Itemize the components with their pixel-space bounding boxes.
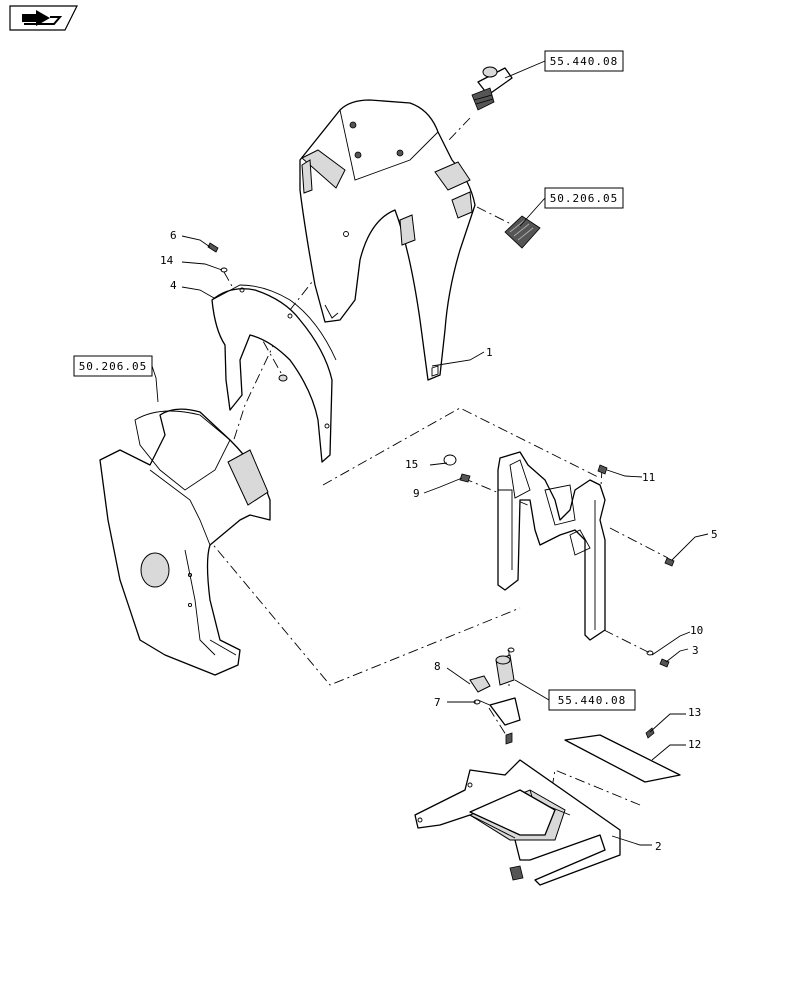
bracket-part-4	[211, 284, 337, 463]
callout-2: 2	[655, 840, 662, 853]
reference-box-left[interactable]: 50.206.05	[73, 355, 153, 377]
fastener-part-11	[597, 464, 608, 475]
screw-part-6	[207, 242, 219, 253]
leader-lines	[151, 60, 709, 846]
reference-label-left: 50.206.05	[79, 360, 148, 373]
reference-box-top[interactable]: 55.440.08	[544, 50, 624, 72]
reference-label-top: 55.440.08	[550, 55, 619, 68]
switch-bracket	[489, 647, 521, 745]
callouts: 1 2 3 4 5 6 7 8 9 10 11 12 13 14 15	[160, 229, 718, 853]
callout-13: 13	[688, 706, 701, 719]
floor-plate-part-2	[414, 759, 621, 886]
callout-1: 1	[486, 346, 493, 359]
fastener-part-5	[664, 557, 675, 567]
nut-near-bracket	[278, 374, 288, 382]
fastener-part-10	[646, 650, 654, 656]
callout-14: 14	[160, 254, 174, 267]
fastener-part-15	[443, 454, 457, 466]
reference-label-right: 50.206.05	[550, 192, 619, 205]
callout-15: 15	[405, 458, 418, 471]
left-console-cover	[99, 408, 271, 676]
callout-5: 5	[711, 528, 718, 541]
callout-11: 11	[642, 471, 655, 484]
callout-4: 4	[170, 279, 177, 292]
key-switch-assembly	[471, 66, 513, 111]
callout-9: 9	[413, 487, 420, 500]
reference-box-right[interactable]: 50.206.05	[544, 187, 624, 209]
reference-box-bottom[interactable]: 55.440.08	[548, 689, 636, 711]
cover-plate-part-12	[564, 734, 681, 783]
return-arrow-icon[interactable]	[9, 5, 78, 31]
callout-8: 8	[434, 660, 441, 673]
nut-part-8	[469, 675, 491, 693]
switch-module	[504, 215, 541, 249]
dash-pod-part-1	[299, 99, 476, 381]
callout-3: 3	[692, 644, 699, 657]
callout-10: 10	[690, 624, 703, 637]
callout-12: 12	[688, 738, 701, 751]
reference-label-bottom: 55.440.08	[558, 694, 627, 707]
callout-6: 6	[170, 229, 177, 242]
upright-frame	[497, 451, 606, 641]
bolt-part-7	[473, 699, 493, 707]
fastener-part-9	[459, 473, 471, 483]
callout-7: 7	[434, 696, 441, 709]
